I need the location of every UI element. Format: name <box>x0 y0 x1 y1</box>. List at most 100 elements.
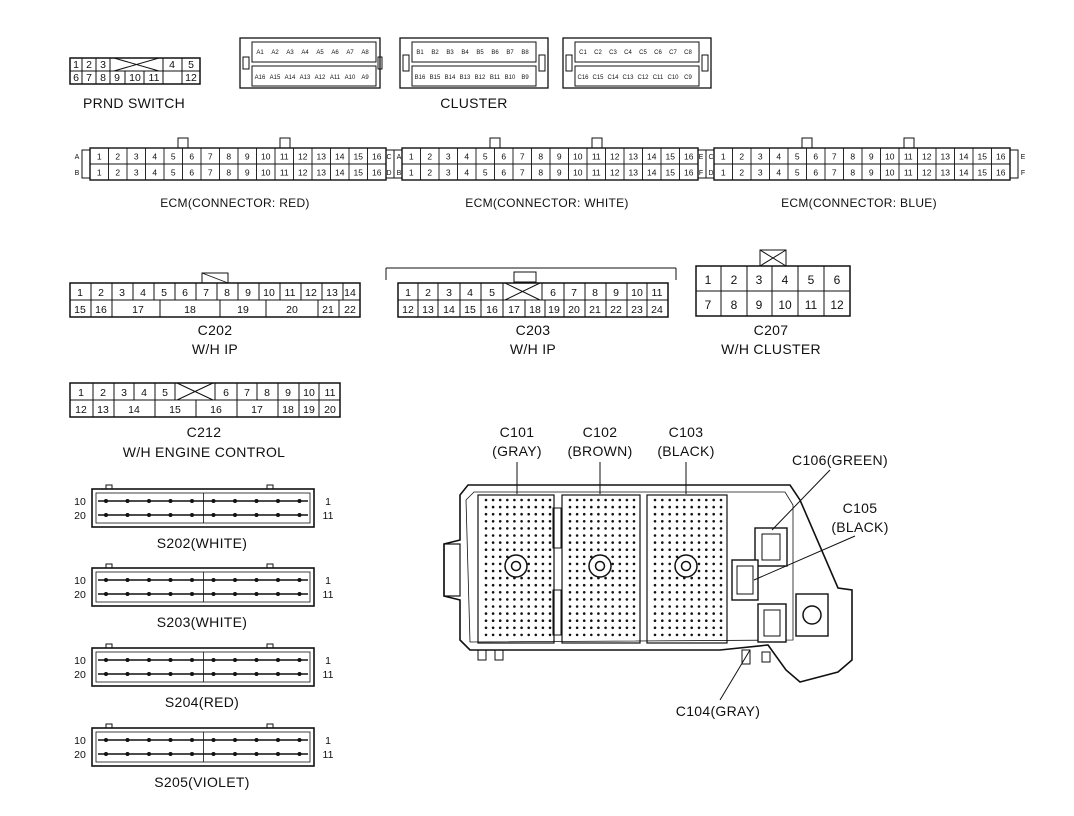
ecm-pin-number: 5 <box>795 152 800 162</box>
c212-pin: 12 <box>75 404 87 416</box>
junction-pin-dot <box>712 541 715 544</box>
junction-pin-dot <box>719 512 723 516</box>
c203-pin: 24 <box>651 304 663 316</box>
junction-pin-dot <box>618 569 622 573</box>
c212-pin: 4 <box>141 387 147 399</box>
c203-pin: 4 <box>467 287 473 299</box>
junction-pin-dot <box>632 541 636 544</box>
junction-pin-dot <box>534 498 538 502</box>
junction-pin-dot <box>618 619 622 622</box>
junction-pin-dot <box>604 520 607 523</box>
junction-pin-dot <box>697 505 701 509</box>
ecm-side-ear <box>1009 149 1019 179</box>
junction-pin-dot <box>611 583 614 587</box>
junction-pin-dot <box>520 619 523 622</box>
splice-pin-dot <box>147 658 151 662</box>
junction-pin-dot <box>653 555 657 559</box>
junction-pin-dot <box>484 633 488 637</box>
junction-pin-dot <box>653 633 657 637</box>
cluster-b-pin: B1 <box>416 50 424 56</box>
junction-pin-dot <box>683 527 686 530</box>
ecm-locking-tab <box>489 137 501 148</box>
junction-pin-dot <box>484 619 488 622</box>
ecm-pin-number: 9 <box>869 152 874 162</box>
junction-pin-dot <box>668 576 671 580</box>
ecm-pin-number: 8 <box>226 152 231 162</box>
c202-pin: 18 <box>184 304 196 316</box>
ecm-pin-number: 4 <box>152 168 157 178</box>
junction-pin-dot <box>541 619 545 622</box>
junction-pin-dot <box>611 605 614 608</box>
junction-pin-dot <box>705 527 708 530</box>
junction-pin-dot <box>661 583 664 587</box>
splice-pin-dot <box>297 672 302 676</box>
junction-pin-dot <box>568 527 572 530</box>
junction-block <box>443 462 856 701</box>
ecm-pin-number: 7 <box>208 168 213 178</box>
c203-pin: 22 <box>610 304 622 316</box>
junction-pin-dot <box>604 576 607 580</box>
ecm-pin-number: 4 <box>776 152 781 162</box>
junction-pin-dot <box>705 598 708 601</box>
cluster-b-pin: B14 <box>445 75 456 81</box>
junction-pin-dot <box>568 534 572 537</box>
junction-pin-dot <box>541 505 545 509</box>
junction-pin-dot <box>661 555 664 559</box>
c202-pin: 13 <box>326 287 338 299</box>
junction-pin-dot <box>520 512 523 516</box>
ecm-pin-number: 10 <box>885 152 895 162</box>
junction-pin-dot <box>548 591 552 594</box>
junction-pin-dot <box>520 598 523 601</box>
junction-pin-dot <box>719 626 723 630</box>
junction-pin-dot <box>705 576 708 580</box>
ecm-pin-number: 3 <box>134 168 139 178</box>
junction-pin-dot <box>719 505 723 509</box>
junction-pin-dot <box>632 505 636 509</box>
junction-pin-dot <box>690 619 693 622</box>
junction-pin-dot <box>484 548 488 551</box>
junction-pin-dot <box>590 498 593 502</box>
junction-pin-dot <box>484 520 488 523</box>
ecm-row-letter: E <box>1021 154 1026 161</box>
junction-pin-dot <box>484 626 488 630</box>
junction-pin-dot <box>506 591 509 594</box>
junction-pin-dot <box>513 512 516 516</box>
cluster-connector-a: A1 A2 A3 A4 A5 A6 A7 A8 A16 A15 A14 A13 … <box>239 37 383 89</box>
junction-pin-dot <box>653 626 657 630</box>
junction-pin-dot <box>513 534 516 537</box>
splice-pin-dot <box>254 578 259 582</box>
junction-pin-dot <box>604 527 607 530</box>
ecm-pin-number: 7 <box>520 152 525 162</box>
junction-pin-dot <box>534 541 538 544</box>
ecm-pin-number: 14 <box>647 152 657 162</box>
junction-pin-dot <box>575 626 579 630</box>
junction-pin-dot <box>520 527 523 530</box>
junction-pin-dot <box>527 576 530 580</box>
junction-pin-dot <box>498 569 502 573</box>
junction-pin-dot <box>697 576 701 580</box>
splice-pin-dot <box>190 513 194 517</box>
cluster-a-pin: A9 <box>361 75 369 81</box>
junction-pin-dot <box>690 626 693 630</box>
ecm-row-letter: A <box>75 154 80 161</box>
junction-pin-dot <box>712 520 715 523</box>
c101-label: C101 <box>500 424 535 440</box>
c202-pin: 12 <box>305 287 317 299</box>
ecm-pin-number: 15 <box>978 152 988 162</box>
junction-pin-dot <box>597 583 600 587</box>
prnd-pin: 5 <box>188 59 194 71</box>
c212-pin: 2 <box>100 387 106 399</box>
junction-pin-dot <box>705 520 708 523</box>
junction-pin-dot <box>712 548 715 551</box>
splice-pin-dot <box>125 672 130 676</box>
cluster-a-pin: A4 <box>301 50 309 56</box>
junction-pin-dot <box>498 626 502 630</box>
c212-pin: 20 <box>324 404 336 416</box>
junction-pin-dot <box>705 619 708 622</box>
prnd-pin: 8 <box>100 72 106 84</box>
junction-pin-dot <box>690 541 693 544</box>
splice-inner-frame <box>95 731 311 763</box>
c207-pin: 11 <box>805 298 818 312</box>
c207-pin: 3 <box>756 273 763 287</box>
cluster-b-pin: B15 <box>430 75 441 81</box>
